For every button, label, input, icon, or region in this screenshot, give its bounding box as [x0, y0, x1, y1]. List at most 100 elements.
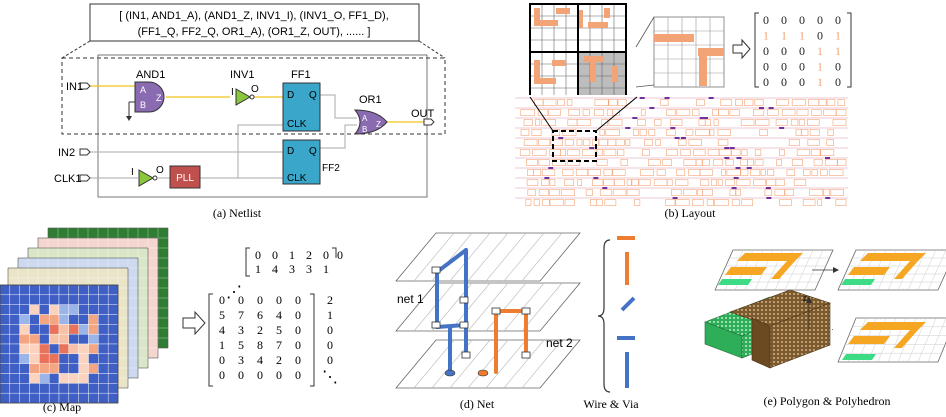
cell-outline: [585, 189, 593, 196]
layout-wire-segment: [584, 56, 604, 62]
map-cell: [0, 383, 11, 394]
cell-outline: [564, 139, 574, 146]
map-cell: [0, 363, 11, 374]
cell-outline: [680, 149, 691, 156]
layout-matrix-cell: 0: [835, 60, 841, 74]
layout-wire-segment: [556, 8, 570, 14]
cell-outline: [826, 139, 834, 146]
cell-outline: [532, 149, 547, 156]
map-matrix-cell: 5: [219, 308, 225, 322]
cell-outline: [551, 129, 561, 136]
map-matrix-cell: 0: [327, 338, 333, 352]
map-cell: [19, 314, 30, 325]
cell-outline: [660, 99, 669, 106]
cell-outline: [811, 109, 822, 116]
cell-outline: [750, 169, 761, 176]
map-ellipsis-icon: ⋰: [226, 284, 242, 301]
net-grid-line: [467, 339, 509, 389]
layout-matrix-cell: 0: [817, 29, 823, 43]
cell-outline: [541, 169, 556, 176]
net-grid-line: [503, 232, 545, 282]
map-cell: [9, 373, 20, 384]
map-matrix-cell: 1: [289, 248, 295, 262]
cell-outline: [523, 139, 538, 146]
cell-outline: [548, 109, 561, 116]
netlist-panel: [ (IN1, AND1_A), (AND1_Z, INV1_I), (INV1…: [54, 3, 446, 220]
cell-outline: [813, 159, 823, 166]
map-cell: [29, 363, 40, 374]
cell-outline: [809, 129, 820, 136]
poly-gold-shape: [860, 322, 926, 330]
cell-outline: [656, 169, 666, 176]
cell-outline: [830, 189, 844, 196]
cell-outline: [688, 139, 702, 146]
map-cell: [19, 383, 30, 394]
map-matrix-cell: 2: [257, 323, 263, 337]
cell-outline: [594, 109, 605, 116]
cell-outline: [582, 109, 590, 116]
map-cell: [29, 304, 40, 315]
pin-mark: [649, 107, 655, 109]
cell-outline: [520, 109, 535, 116]
cell-outline: [534, 99, 544, 106]
inverter-label: INV1: [230, 69, 254, 81]
map-matrix-cell: 0: [238, 293, 244, 307]
cell-outline: [754, 159, 764, 166]
map-cell: [107, 392, 119, 404]
map-cell: [48, 324, 60, 335]
cell-outline: [526, 179, 539, 186]
cell-outline: [666, 109, 676, 116]
cell-outline: [566, 159, 581, 166]
map-cell: [68, 353, 79, 364]
cell-outline: [538, 189, 549, 196]
layout-matrix-bracket-left: [754, 12, 759, 88]
map-cell: [19, 324, 30, 335]
cell-outline: [810, 149, 821, 156]
map-cell: [88, 284, 99, 296]
map-cell: [48, 314, 60, 325]
map-cell: [9, 294, 20, 305]
zoom-line-right: [418, 40, 446, 59]
map-cell: [0, 314, 11, 325]
cell-outline: [826, 99, 836, 106]
cell-outline: [560, 189, 575, 196]
cell-outline: [665, 199, 676, 206]
net-grid-line: [503, 282, 545, 332]
map-cell: [48, 294, 60, 305]
output-pin-out: OUT: [411, 108, 435, 126]
map-cell: [48, 343, 60, 355]
map-cell: [98, 284, 109, 296]
cell-outline: [675, 179, 689, 186]
pin-mark: [779, 127, 785, 129]
cell-outline: [691, 199, 704, 206]
cell-outline: [779, 149, 785, 156]
pin-mark: [589, 147, 595, 149]
map-cell: [107, 383, 119, 394]
net-vias: [431, 266, 531, 359]
map-matrix-cell: 0: [323, 248, 329, 262]
map-cell: [88, 363, 99, 374]
cell-wire-vertical: [699, 48, 707, 86]
cell-outline: [714, 199, 729, 206]
map-cell: [58, 373, 70, 384]
map-cell: [107, 343, 119, 355]
map-cell: [39, 373, 50, 384]
cell-outline: [612, 169, 626, 176]
map-cell: [68, 363, 79, 374]
poly-grid-line: [794, 249, 814, 291]
map-cell: [58, 284, 70, 296]
map-bracket-back-right: [332, 247, 337, 258]
cell-outline: [791, 159, 803, 166]
netlist-code-line2: (FF1_Q, FF2_Q, OR1_A), (OR1_Z, OUT), ...…: [138, 26, 371, 38]
input-pin-clk1: CLK1: [54, 173, 91, 185]
or-gate: OR1 A B Z: [353, 94, 388, 135]
pin-mark: [766, 197, 772, 199]
cell-outline: [823, 109, 837, 116]
map-cell: [39, 304, 50, 315]
map-cell: [0, 333, 11, 345]
map-matrix-cell: 3: [238, 353, 244, 367]
input-pin-in1: IN1: [66, 81, 91, 93]
map-matrix-cell: 0: [295, 368, 301, 382]
map-front-border: [0, 284, 119, 404]
